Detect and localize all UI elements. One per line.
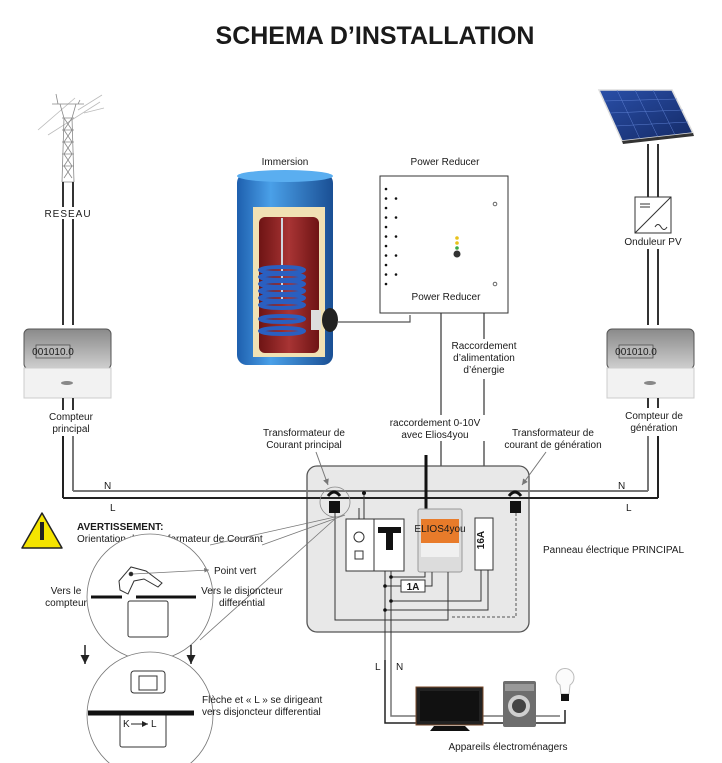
panneau-label: Panneau électrique PRINCIPAL — [543, 545, 684, 556]
power-reducer-device: Power Reducer — [379, 175, 509, 314]
elios4you-device: ELIOS4you — [414, 508, 466, 573]
terminal-dot — [384, 282, 388, 286]
power-reducer-logo: Power Reducer — [412, 292, 482, 303]
terminal-dot — [394, 197, 398, 200]
l-label-right: L — [626, 503, 632, 514]
vers-compteur-label: Vers le — [51, 586, 82, 597]
solar-panel-icon — [597, 89, 695, 144]
water-heater-tank — [237, 170, 338, 365]
terminal-dot — [394, 235, 398, 238]
appareils-label: Appareils électroménagers — [449, 742, 568, 753]
pylon-icon — [37, 93, 105, 183]
fuse-1a: 1A — [400, 579, 426, 593]
compteur-principal-label: Compteur — [49, 412, 94, 423]
svg-text:1A: 1A — [407, 582, 420, 593]
terminal-dot — [384, 187, 388, 191]
tc-principal-label: Transformateur de — [263, 428, 345, 439]
terminal-dot — [394, 254, 398, 257]
compteur-generation-label-2: génération — [630, 423, 677, 434]
terminal-dot — [384, 225, 388, 229]
svg-text:001010.0: 001010.0 — [32, 347, 74, 358]
terminal-dot — [384, 216, 388, 219]
svg-text:16A: 16A — [476, 531, 487, 549]
main-meter: 001010.0 — [23, 328, 112, 399]
differential-breaker — [345, 518, 405, 572]
ct-detail-circle-bottom — [86, 651, 214, 763]
tc-principal-label-2: Courant principal — [266, 440, 342, 451]
vers-disjoncteur-label-2: differential — [219, 598, 265, 609]
washing-machine-icon — [503, 681, 536, 727]
compteur-generation-label: Compteur de — [625, 411, 683, 422]
raccordement-alim-label-2: d’alimentation — [453, 353, 515, 364]
n-label-bottom: N — [396, 662, 403, 673]
kl-l-label: L — [151, 719, 157, 730]
l-label-left: L — [110, 503, 116, 514]
point-vert-label: Point vert — [214, 566, 256, 577]
page-title: SCHEMA D’INSTALLATION — [216, 22, 535, 50]
vers-compteur-label-2: compteur — [45, 598, 87, 609]
kl-k-label: K — [123, 719, 130, 730]
generation-meter: 001010.0 — [606, 328, 695, 399]
vers-disjoncteur-label: Vers le disjoncteur — [201, 586, 283, 597]
terminal-dot — [384, 197, 388, 200]
fleche-note-2: vers disjoncteur differential — [202, 707, 321, 718]
ct-clip-closed-icon — [119, 670, 167, 748]
ct-principal-icon — [326, 490, 342, 513]
compteur-principal-label-2: principal — [52, 424, 89, 435]
light-bulb-icon — [555, 668, 575, 701]
raccordement-010v-label-2: avec Elios4you — [401, 430, 468, 441]
tc-generation-label-2: courant de génération — [504, 440, 601, 451]
power-reducer-label: Power Reducer — [411, 157, 481, 168]
onduleur-label: Onduleur PV — [624, 237, 682, 248]
raccordement-alim-label-3: d’énergie — [463, 365, 505, 376]
svg-text:ELIOS4you: ELIOS4you — [414, 524, 465, 535]
ct-clip-open-icon — [118, 566, 169, 638]
n-label-left: N — [104, 481, 111, 492]
tv-icon — [415, 686, 484, 731]
raccordement-010v-label: raccordement 0-10V — [390, 418, 481, 429]
inverter-icon — [634, 196, 672, 234]
immersion-label: Immersion — [262, 157, 309, 168]
terminal-dot — [384, 235, 388, 238]
raccordement-alim-label: Raccordement — [451, 341, 516, 352]
terminal-dot — [394, 216, 398, 219]
breaker-16a: 16A — [474, 517, 494, 571]
terminal-dot — [384, 263, 388, 267]
terminal-dot — [384, 244, 388, 248]
terminal-dot — [384, 254, 388, 257]
fleche-note: Flèche et « L » se dirigeant — [202, 695, 322, 706]
warning-icon — [21, 512, 63, 549]
terminal-dot — [384, 273, 388, 276]
reseau-label: RESEAU — [44, 209, 91, 220]
l-label-bottom: L — [375, 662, 381, 673]
warning-title: AVERTISSEMENT: — [77, 522, 164, 533]
terminal-dot — [384, 206, 388, 210]
ct-generation-icon — [507, 490, 523, 513]
tc-generation-label: Transformateur de — [512, 428, 594, 439]
svg-text:001010.0: 001010.0 — [615, 347, 657, 358]
terminal-dot — [394, 273, 398, 276]
n-label-right: N — [618, 481, 625, 492]
